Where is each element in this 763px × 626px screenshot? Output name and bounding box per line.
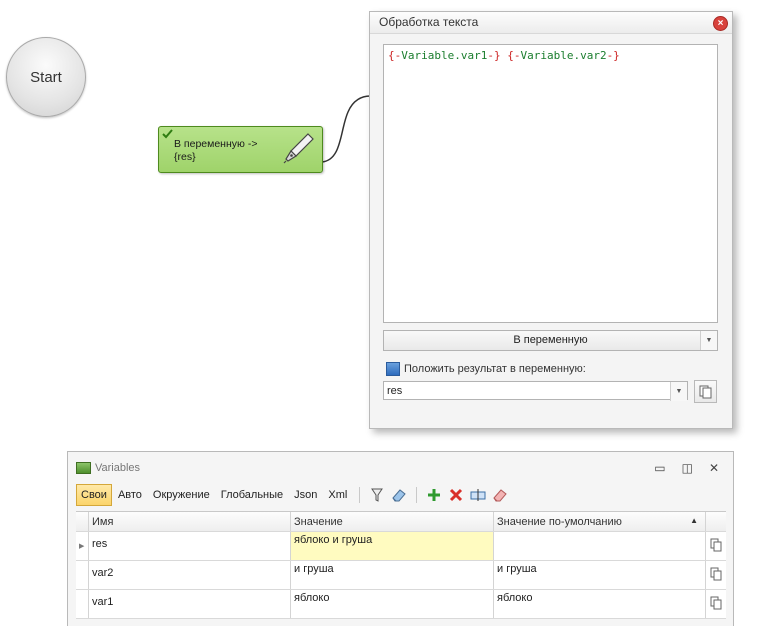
close-icon[interactable]: ✕ <box>708 461 719 475</box>
code-token: {- <box>507 49 521 62</box>
variable-value-cell[interactable]: яблоко <box>290 589 494 619</box>
delete-icon[interactable] <box>445 485 467 505</box>
save-result-option[interactable]: Положить результат в переменную: <box>386 362 586 376</box>
table-row[interactable]: ▶ res яблоко и груша <box>76 531 726 561</box>
mode-value: В переменную <box>513 334 588 346</box>
row-pointer-icon: ▶ <box>76 531 89 561</box>
column-header-value[interactable]: Значение <box>290 512 494 532</box>
variable-name-cell[interactable]: res <box>88 531 291 561</box>
close-icon[interactable]: × <box>713 16 728 31</box>
add-icon[interactable] <box>423 485 445 505</box>
action-node-label: В переменную -> {res} <box>174 138 284 164</box>
start-label: Start <box>30 68 62 86</box>
variable-default-cell[interactable]: и груша <box>493 560 706 590</box>
copy-column-header <box>705 512 726 532</box>
grid-header-row: Имя Значение Значение по-умолчанию▲ <box>76 512 726 532</box>
tab-global[interactable]: Глобальные <box>220 489 284 501</box>
dialog-title: Обработка текста <box>370 12 732 34</box>
text-editor[interactable]: {-Variable.var1-} {-Variable.var2-} <box>383 44 718 323</box>
target-variable-combobox[interactable]: res ▼ <box>383 381 688 401</box>
eraser-icon[interactable] <box>388 485 410 505</box>
variables-panel: Variables ▭ ◫ ✕ Свои Авто Окружение Глоб… <box>67 451 734 626</box>
toolbar-separator <box>359 487 361 503</box>
row-copy-button[interactable] <box>705 589 726 619</box>
minimize-icon[interactable]: ▭ <box>654 461 666 475</box>
filter-icon[interactable] <box>366 485 388 505</box>
row-indicator <box>76 589 89 619</box>
row-indicator-header <box>76 512 89 532</box>
tab-json[interactable]: Json <box>294 489 318 501</box>
chevron-down-icon[interactable]: ▼ <box>670 382 687 401</box>
column-header-default[interactable]: Значение по-умолчанию▲ <box>493 512 706 532</box>
target-variable-value: res <box>387 385 403 397</box>
code-token: -} <box>487 49 501 62</box>
variables-grid: Имя Значение Значение по-умолчанию▲ ▶ re… <box>76 511 726 619</box>
copy-icon <box>710 567 722 580</box>
restore-icon[interactable]: ◫ <box>681 461 693 475</box>
tab-environment[interactable]: Окружение <box>152 489 210 501</box>
variable-default-cell[interactable]: яблоко <box>493 589 706 619</box>
row-copy-button[interactable] <box>705 531 726 561</box>
action-node-set-variable[interactable]: В переменную -> {res} <box>158 126 323 173</box>
mode-dropdown[interactable]: В переменную ▼ <box>383 330 718 351</box>
code-token: -} <box>606 49 620 62</box>
start-node[interactable]: Start <box>6 37 86 117</box>
copy-icon <box>710 596 722 609</box>
variable-value-cell[interactable]: яблоко и груша <box>290 531 494 561</box>
toolbar-separator <box>416 487 418 503</box>
clear-icon[interactable] <box>489 485 511 505</box>
variables-toolbar: Свои Авто Окружение Глобальные Json Xml <box>76 484 511 506</box>
row-indicator <box>76 560 89 590</box>
copy-icon <box>699 385 712 398</box>
tab-auto[interactable]: Авто <box>117 489 142 501</box>
column-header-name[interactable]: Имя <box>88 512 291 532</box>
variables-panel-title: Variables <box>76 462 140 474</box>
window-controls: ▭ ◫ ✕ <box>654 461 719 475</box>
variable-name-cell[interactable]: var2 <box>88 560 291 590</box>
row-copy-button[interactable] <box>705 560 726 590</box>
variable-value-cell[interactable]: и груша <box>290 560 494 590</box>
code-line: {-Variable.var1-} {-Variable.var2-} <box>388 49 620 62</box>
node-connector <box>321 95 371 163</box>
text-processing-dialog: Обработка текста × {-Variable.var1-} {-V… <box>369 11 733 429</box>
table-row[interactable]: var2 и груша и груша <box>76 560 726 590</box>
chevron-down-icon[interactable]: ▼ <box>700 331 717 350</box>
variables-title-text: Variables <box>95 462 141 474</box>
copy-icon <box>710 538 722 551</box>
check-icon <box>162 129 173 139</box>
panel-icon <box>76 462 91 474</box>
tab-own[interactable]: Свои <box>76 484 112 506</box>
code-token: Variable.var1 <box>401 49 488 62</box>
code-token: Variable.var2 <box>520 49 607 62</box>
sort-ascending-icon[interactable]: ▲ <box>690 515 698 525</box>
save-result-checkbox[interactable] <box>386 362 400 376</box>
code-token: {- <box>388 49 402 62</box>
tab-xml[interactable]: Xml <box>328 489 348 501</box>
variable-name-cell[interactable]: var1 <box>88 589 291 619</box>
variable-default-cell[interactable] <box>493 531 706 561</box>
copy-button[interactable] <box>694 380 717 403</box>
fountain-pen-icon <box>283 133 314 164</box>
save-result-label: Положить результат в переменную: <box>404 363 586 375</box>
action-node-label-text: В переменную -> {res} <box>174 138 258 163</box>
table-row[interactable]: var1 яблоко яблоко <box>76 589 726 619</box>
rename-icon[interactable] <box>467 485 489 505</box>
